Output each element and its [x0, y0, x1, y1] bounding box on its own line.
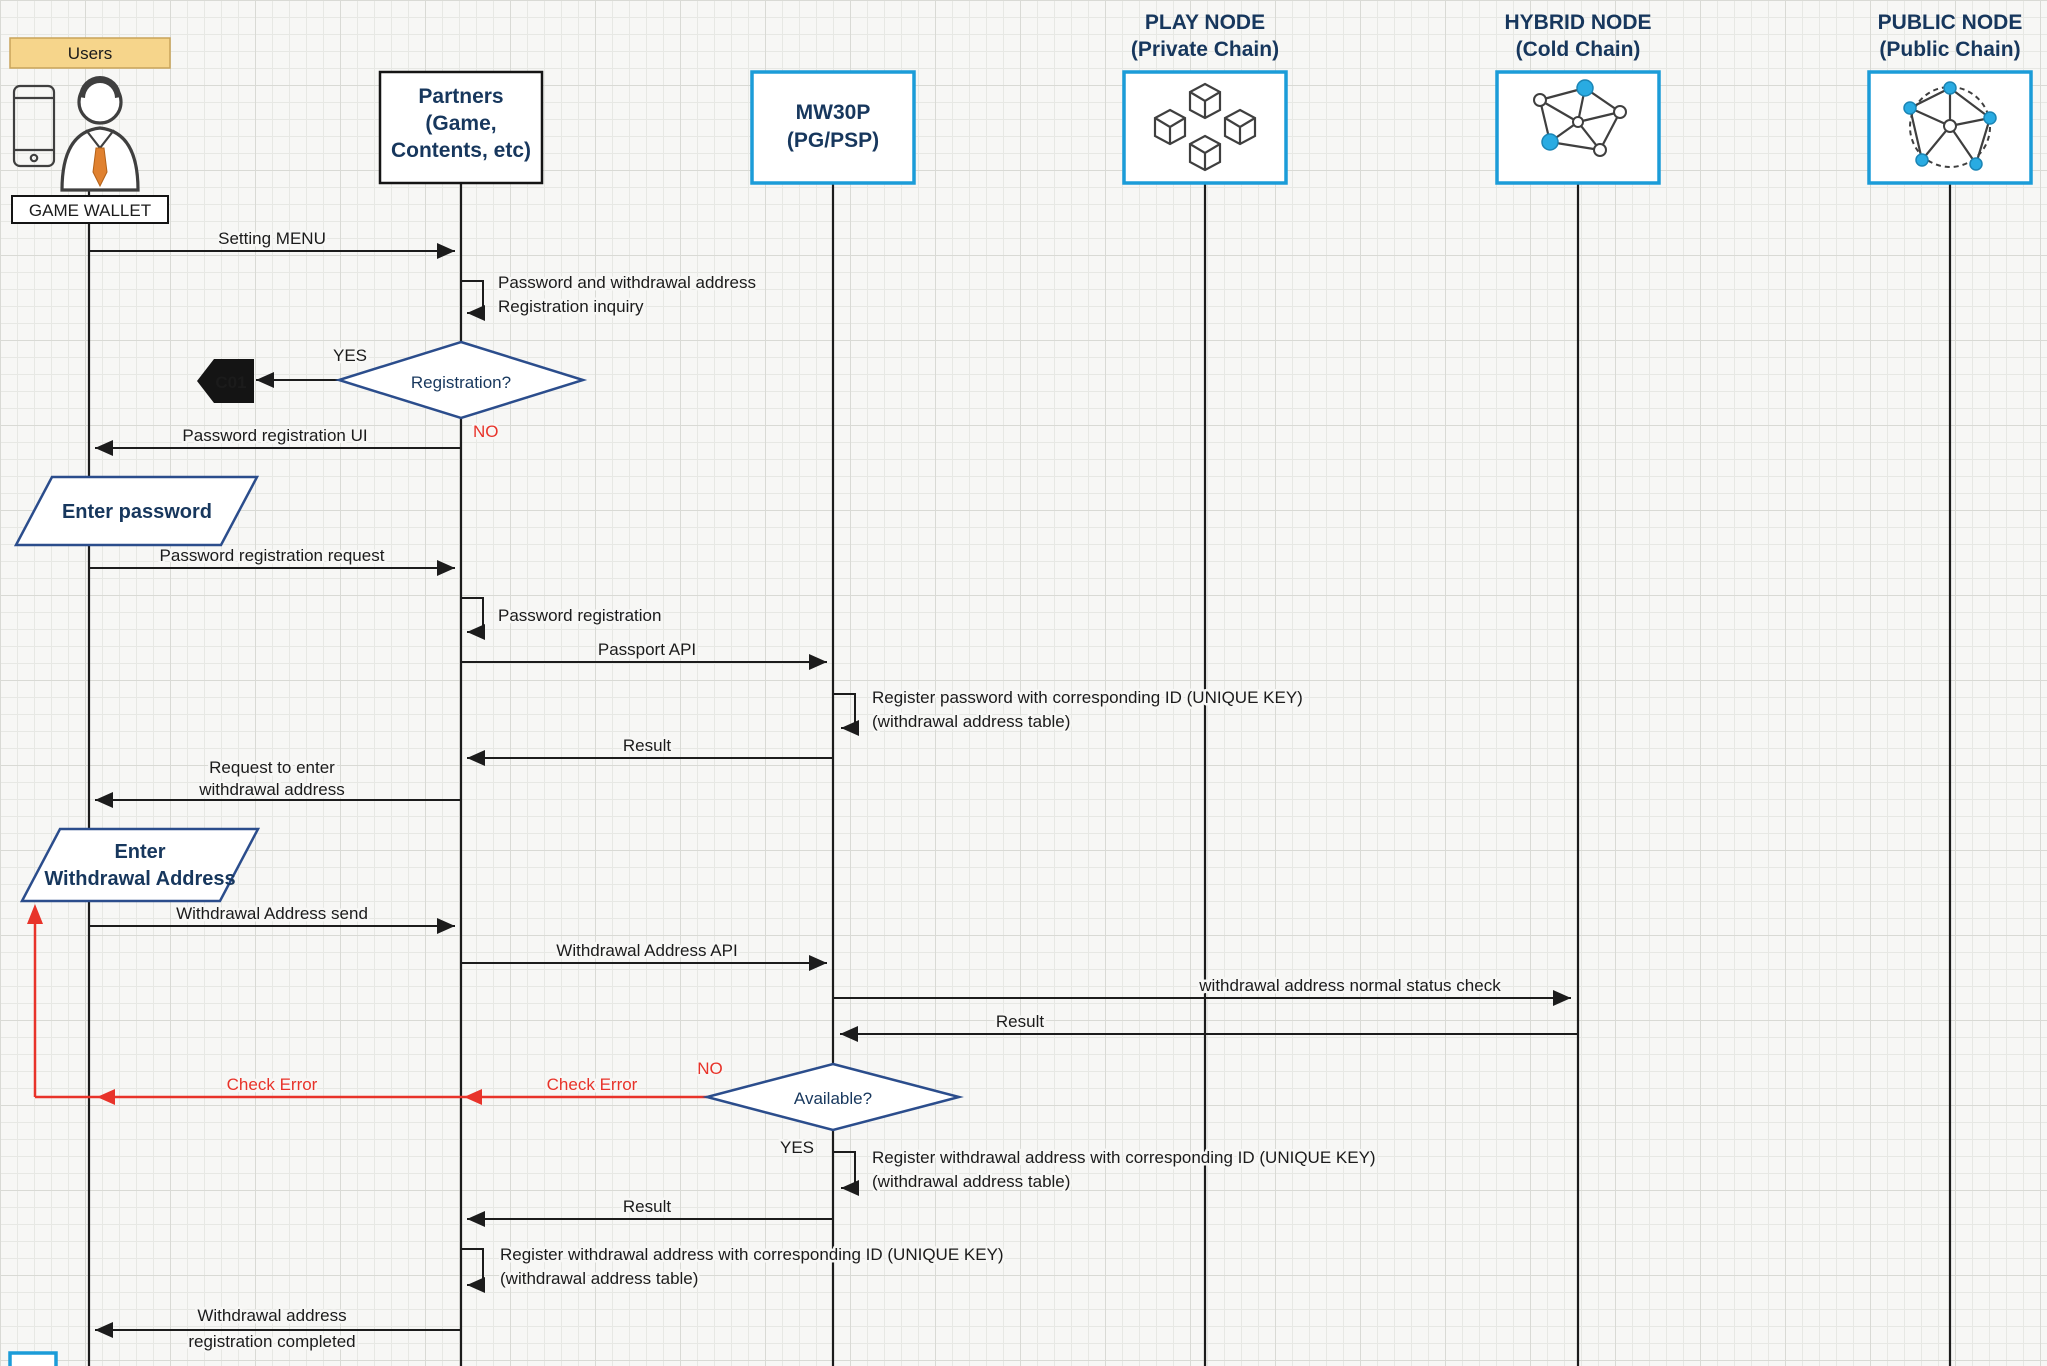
registration-completed-label-1: Withdrawal address	[197, 1306, 346, 1325]
registration-no-label: NO	[473, 422, 499, 441]
message-passport-api: Passport API	[461, 638, 827, 670]
register-withdrawal-partners-label-1: Register withdrawal address with corresp…	[500, 1245, 1004, 1264]
participant-users: Users GAME WALLET	[9, 37, 171, 224]
self-message-register-password: Register password with corresponding ID …	[833, 686, 1305, 736]
check-error-arrow-users	[97, 1089, 115, 1105]
partners-label-2: (Game,	[425, 112, 496, 135]
check-error-arrow-partners	[464, 1089, 482, 1105]
decision-registration: Registration? YES C01 NO	[197, 340, 588, 444]
check-error-label-2: Check Error	[227, 1075, 318, 1094]
game-wallet-label: GAME WALLET	[29, 201, 151, 220]
available-question: Available?	[794, 1089, 872, 1108]
register-withdrawal-mw30p-label-1: Register withdrawal address with corresp…	[872, 1148, 1376, 1167]
decision-available: Available? NO Check Error Check Error YE…	[27, 904, 964, 1160]
tie	[92, 147, 108, 188]
hybrid-node-label-2: (Cold Chain)	[1516, 38, 1641, 61]
self-message-registration-inquiry: Password and withdrawal address Registra…	[461, 271, 758, 321]
play-node-label-2: (Private Chain)	[1131, 38, 1279, 61]
request-withdrawal-label-1: Request to enter	[209, 758, 335, 777]
enter-password-label: Enter password	[62, 501, 212, 523]
message-withdrawal-address-send: Withdrawal Address send	[89, 902, 455, 934]
check-error-arrow-up	[27, 904, 43, 924]
participant-public-node: PUBLIC NODE (Public Chain)	[1867, 11, 2033, 185]
register-withdrawal-mw30p-label-2: (withdrawal address table)	[872, 1172, 1070, 1191]
mw30p-label-1: MW30P	[796, 101, 871, 124]
register-withdrawal-partners-label-2: (withdrawal address table)	[500, 1269, 698, 1288]
message-setting-menu: Setting MENU	[89, 227, 455, 259]
self-message-register-withdrawal-partners: Register withdrawal address with corresp…	[461, 1243, 1006, 1293]
password-registration-label: Password registration	[498, 606, 661, 625]
status-check-label: withdrawal address normal status check	[1198, 976, 1501, 995]
participant-hybrid-node: HYBRID NODE (Cold Chain)	[1495, 11, 1661, 185]
available-no-label: NO	[697, 1059, 723, 1078]
message-status-check: withdrawal address normal status check	[833, 974, 1571, 1006]
public-node-label-2: (Public Chain)	[1879, 38, 2020, 61]
register-password-label-2: (withdrawal address table)	[872, 712, 1070, 731]
self-message-password-registration: Password registration	[461, 597, 664, 640]
withdrawal-address-api-label: Withdrawal Address API	[556, 941, 737, 960]
available-diamond	[702, 1062, 964, 1132]
partners-label-3: Contents, etc)	[391, 139, 531, 162]
mw30p-box	[750, 70, 916, 185]
game-wallet-box	[11, 195, 169, 224]
io-enter-password: Enter password	[13, 475, 260, 547]
play-node-box	[1122, 70, 1288, 185]
partners-box	[378, 70, 544, 185]
enter-password-shape	[13, 475, 260, 547]
message-registration-completed: Withdrawal address registration complete…	[95, 1304, 461, 1354]
register-password-label-1: Register password with corresponding ID …	[872, 688, 1303, 707]
user-person-icon	[12, 76, 140, 192]
message-password-registration-ui: Password registration UI	[95, 424, 461, 456]
connector-c01-label: C01	[215, 373, 246, 392]
registration-inquiry-label-1: Password and withdrawal address	[498, 273, 756, 292]
registration-inquiry-label-2: Registration inquiry	[498, 297, 644, 316]
available-yes-label: YES	[780, 1138, 814, 1157]
check-error-label-1: Check Error	[547, 1075, 638, 1094]
password-registration-request-label: Password registration request	[160, 546, 385, 565]
blockchain-cubes-icon	[1153, 82, 1257, 172]
result-withdrawal-label: Result	[623, 1197, 671, 1216]
message-withdrawal-address-api: Withdrawal Address API	[461, 939, 827, 971]
withdrawal-address-send-label: Withdrawal Address send	[176, 904, 368, 923]
mw30p-label-2: (PG/PSP)	[787, 129, 879, 152]
users-tab-label: Users	[68, 44, 112, 63]
setting-menu-label: Setting MENU	[218, 229, 326, 248]
message-result-status: Result	[840, 1010, 1578, 1042]
partners-label-1: Partners	[418, 85, 503, 108]
message-password-registration-request: Password registration request	[89, 544, 455, 576]
io-enter-withdrawal-address: Enter Withdrawal Address	[19, 827, 261, 903]
users-tab	[9, 37, 171, 69]
message-result-withdrawal: Result	[467, 1195, 833, 1227]
hybrid-node-label-1: HYBRID NODE	[1504, 11, 1651, 34]
participant-mw30p: MW30P (PG/PSP)	[750, 70, 916, 185]
request-withdrawal-label-2: withdrawal address	[198, 780, 345, 799]
passport-api-label: Passport API	[598, 640, 696, 659]
message-result-password: Result	[467, 734, 833, 766]
connector-c01-shape	[197, 359, 254, 403]
registration-yes-label: YES	[333, 346, 367, 365]
public-network-icon	[1903, 81, 1997, 171]
result-password-label: Result	[623, 736, 671, 755]
public-node-label-1: PUBLIC NODE	[1878, 11, 2023, 34]
registration-diamond	[334, 340, 588, 420]
participant-partners: Partners (Game, Contents, etc)	[378, 70, 544, 185]
registration-question: Registration?	[411, 373, 511, 392]
message-request-withdrawal-address: Request to enter withdrawal address	[95, 756, 461, 808]
enter-withdrawal-label-2: Withdrawal Address	[44, 868, 235, 890]
self-message-register-withdrawal-mw30p: Register withdrawal address with corresp…	[833, 1146, 1378, 1196]
enter-withdrawal-shape	[19, 827, 261, 903]
participant-play-node: PLAY NODE (Private Chain)	[1122, 11, 1288, 185]
bottom-partial-box	[8, 1351, 58, 1366]
enter-withdrawal-label-1: Enter	[114, 841, 165, 863]
registration-completed-label-2: registration completed	[188, 1332, 355, 1351]
password-registration-ui-label: Password registration UI	[182, 426, 367, 445]
network-nodes-icon	[1533, 79, 1627, 157]
play-node-label-1: PLAY NODE	[1145, 11, 1265, 34]
result-status-label: Result	[996, 1012, 1044, 1031]
